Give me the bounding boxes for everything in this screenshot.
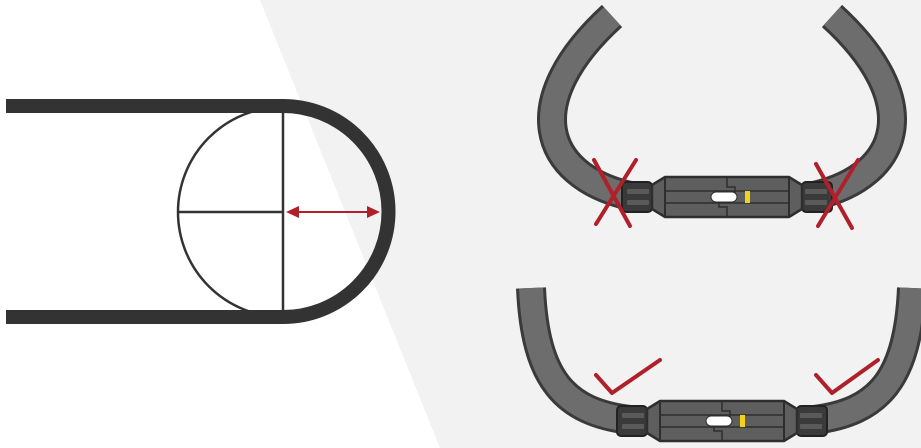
tight-bend-cable [537, 4, 907, 211]
bend-radius-schematic [6, 99, 396, 324]
checkmark-icon [594, 358, 662, 395]
connector-pair [620, 175, 834, 219]
incorrect-bend-example [537, 4, 907, 230]
correct-bend-example [516, 287, 921, 443]
double-arrow-icon [286, 206, 380, 218]
gentle-bend-cable [516, 287, 921, 435]
connector-pair [615, 399, 829, 443]
checkmark-icon [814, 358, 880, 395]
background-shade [260, 0, 921, 448]
x-mark-icon [592, 158, 638, 228]
x-mark-icon [814, 158, 860, 230]
